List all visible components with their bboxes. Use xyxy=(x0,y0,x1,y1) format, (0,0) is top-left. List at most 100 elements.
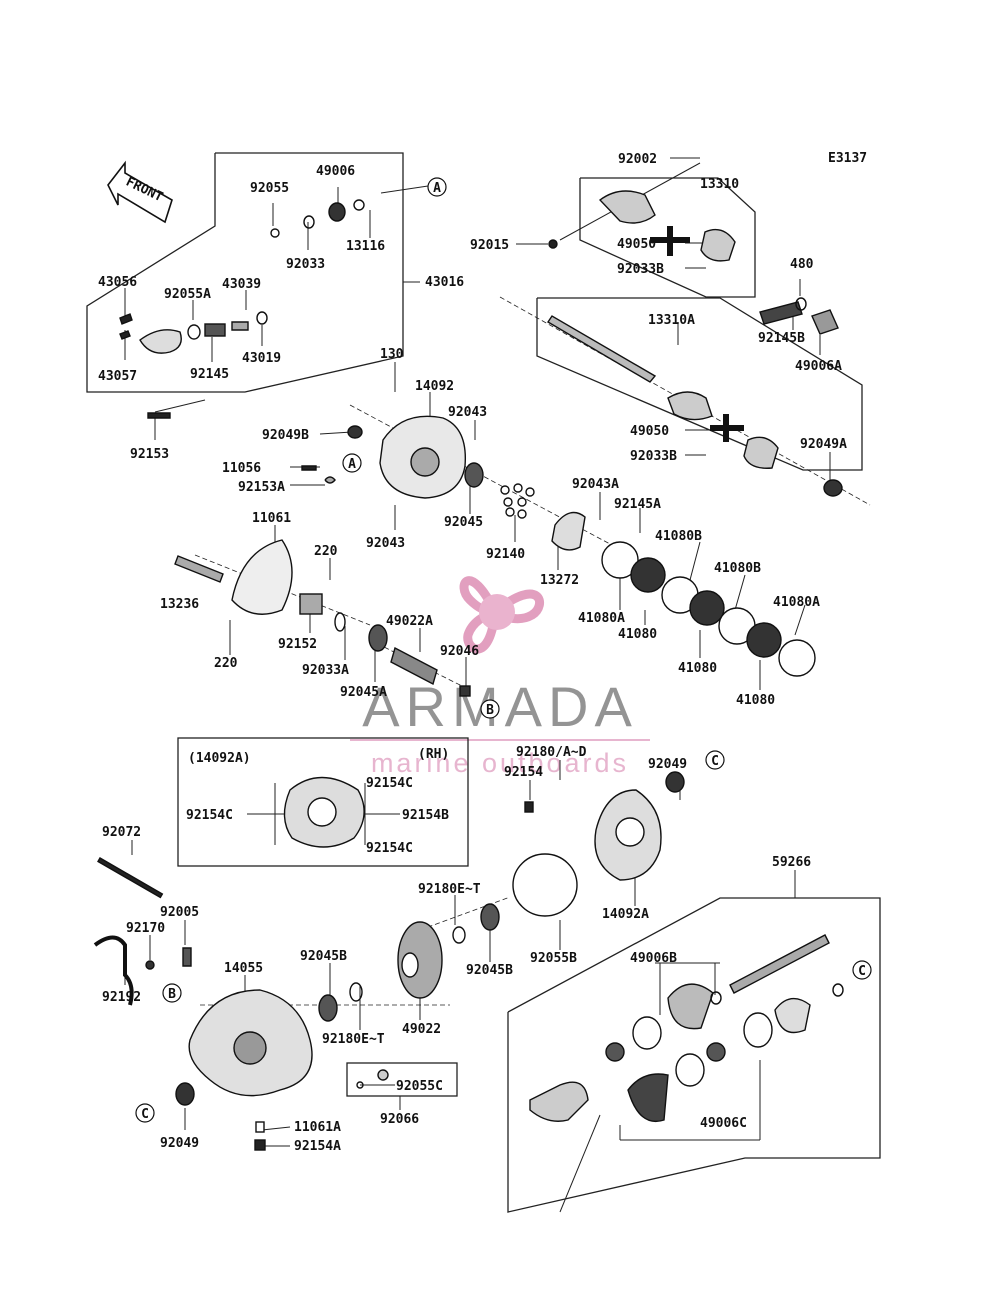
part-label[interactable]: 92154 xyxy=(504,765,543,780)
part-92180e-shim-right xyxy=(452,926,466,944)
part-41080-friction-2 xyxy=(689,590,725,626)
part-label[interactable]: 41080B xyxy=(655,529,702,544)
part-label[interactable]: 14055 xyxy=(224,961,263,976)
part-label[interactable]: 11056 xyxy=(222,461,261,476)
part-label[interactable]: 92015 xyxy=(470,238,509,253)
part-11061a-plug xyxy=(255,1121,265,1133)
part-label[interactable]: 480 xyxy=(790,257,814,272)
part-label[interactable]: 92049B xyxy=(262,428,309,443)
part-label[interactable]: 92033B xyxy=(630,449,677,464)
part-label[interactable]: 92045B xyxy=(466,963,513,978)
front-arrow-icon: FRONT xyxy=(107,160,173,224)
part-49006c-boot xyxy=(627,1073,669,1122)
part-label[interactable]: 220 xyxy=(314,544,338,559)
part-11056 xyxy=(301,465,317,471)
part-label[interactable]: 92145 xyxy=(190,367,229,382)
watermark-brand: ARMADA xyxy=(362,675,638,738)
part-label[interactable]: 41080A xyxy=(578,611,625,626)
part-label[interactable]: 92049 xyxy=(160,1136,199,1151)
part-boot-band-3 xyxy=(675,1053,705,1087)
part-label[interactable]: 14092A xyxy=(602,907,649,922)
part-label[interactable]: 13310 xyxy=(700,177,739,192)
part-label[interactable]: 14092 xyxy=(415,379,454,394)
part-label[interactable]: 49006C xyxy=(700,1116,747,1131)
part-label[interactable]: 92043 xyxy=(448,405,487,420)
part-label[interactable]: 92043 xyxy=(366,536,405,551)
part-label[interactable]: 92066 xyxy=(380,1112,419,1127)
part-label[interactable]: 13236 xyxy=(160,597,199,612)
part-label[interactable]: 92140 xyxy=(486,547,525,562)
part-label[interactable]: 49050 xyxy=(617,237,656,252)
part-label[interactable]: 49050 xyxy=(630,424,669,439)
part-label[interactable]: 49006B xyxy=(630,951,677,966)
part-label[interactable]: 41080 xyxy=(678,661,717,676)
part-label[interactable]: 43019 xyxy=(242,351,281,366)
part-label[interactable]: 92072 xyxy=(102,825,141,840)
part-92049-seal-left xyxy=(175,1082,195,1106)
part-label[interactable]: 43056 xyxy=(98,275,137,290)
part-label[interactable]: 11061A xyxy=(294,1120,341,1135)
part-label[interactable]: 92170 xyxy=(126,921,165,936)
part-label[interactable]: 92045A xyxy=(340,685,387,700)
part-label[interactable]: 92055A xyxy=(164,287,211,302)
part-yoke-13310a xyxy=(667,391,713,421)
part-label[interactable]: 92154B xyxy=(402,808,449,823)
inset-title: (14092A) xyxy=(188,751,251,766)
part-49022a-pinion xyxy=(390,646,438,686)
part-label[interactable]: 59266 xyxy=(772,855,811,870)
part-label[interactable]: 41080B xyxy=(714,561,761,576)
part-label[interactable]: 11061 xyxy=(252,511,291,526)
part-label[interactable]: 92033B xyxy=(617,262,664,277)
part-label[interactable]: 92002 xyxy=(618,152,657,167)
part-92045a-bearing xyxy=(368,624,388,652)
part-label[interactable]: 92154C xyxy=(366,841,413,856)
part-label[interactable]: 92180E~T xyxy=(418,882,481,897)
part-label[interactable]: 49006A xyxy=(795,359,842,374)
part-label[interactable]: 130 xyxy=(380,347,404,362)
ref-marker-a-case xyxy=(342,453,362,473)
part-label[interactable]: 92049 xyxy=(648,757,687,772)
part-labels: 92002 13310 92015 49050 92033B 480 92145… xyxy=(98,152,847,1154)
part-label[interactable]: 92005 xyxy=(160,905,199,920)
part-label[interactable]: 13310A xyxy=(648,313,695,328)
part-label[interactable]: 43039 xyxy=(222,277,261,292)
part-label[interactable]: 49006 xyxy=(316,164,355,179)
part-boot-band-1 xyxy=(632,1016,662,1050)
part-label[interactable]: 49022 xyxy=(402,1022,441,1037)
part-label[interactable]: 92145B xyxy=(758,331,805,346)
part-92049b-seal xyxy=(347,425,363,439)
part-label[interactable]: 92154C xyxy=(186,808,233,823)
assembly-outlines xyxy=(86,152,881,1213)
part-label[interactable]: 92055 xyxy=(250,181,289,196)
part-label[interactable]: 92192 xyxy=(102,990,141,1005)
part-label[interactable]: 92180/A~D xyxy=(516,745,587,760)
part-label[interactable]: 92055C xyxy=(396,1079,443,1094)
part-label[interactable]: 41080A xyxy=(773,595,820,610)
part-label[interactable]: 13272 xyxy=(540,573,579,588)
part-label[interactable]: 92046 xyxy=(440,644,479,659)
part-label[interactable]: 92045B xyxy=(300,949,347,964)
part-label[interactable]: 92043A xyxy=(572,477,619,492)
part-label[interactable]: 41080 xyxy=(736,693,775,708)
part-label[interactable]: 92049A xyxy=(800,437,847,452)
part-label[interactable]: 43057 xyxy=(98,369,137,384)
part-92170-clamp xyxy=(145,960,155,970)
part-label[interactable]: 13116 xyxy=(346,239,385,254)
part-label[interactable]: 49022A xyxy=(386,614,433,629)
part-label[interactable]: 92152 xyxy=(278,637,317,652)
part-92049a-seal xyxy=(823,479,843,497)
part-label[interactable]: 220 xyxy=(214,656,238,671)
part-label[interactable]: 92180E~T xyxy=(322,1032,385,1047)
part-label[interactable]: 92045 xyxy=(444,515,483,530)
part-label[interactable]: 92033A xyxy=(302,663,349,678)
part-label[interactable]: 92153 xyxy=(130,447,169,462)
part-label[interactable]: 92033 xyxy=(286,257,325,272)
part-label[interactable]: 92153A xyxy=(238,480,285,495)
part-label[interactable]: 92145A xyxy=(614,497,661,512)
part-label[interactable]: 92154C xyxy=(366,776,413,791)
part-label[interactable]: 92154A xyxy=(294,1139,341,1154)
part-label[interactable]: 92055B xyxy=(530,951,577,966)
part-label[interactable]: 43016 xyxy=(425,275,464,290)
part-label[interactable]: 41080 xyxy=(618,627,657,642)
part-49022-ring-gear xyxy=(397,921,443,999)
